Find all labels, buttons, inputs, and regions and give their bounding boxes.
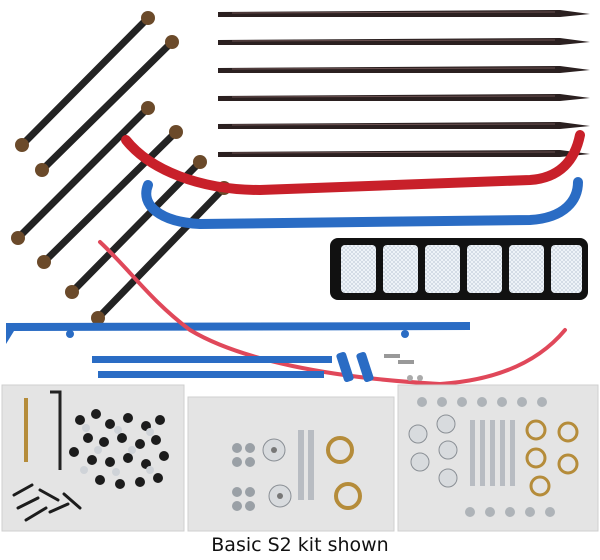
- tie-rod-group: [11, 11, 231, 325]
- blue-short-bar: [98, 371, 324, 378]
- tie-rod: [35, 35, 179, 177]
- red-thin-rod: [98, 240, 567, 387]
- tie-rod: [37, 125, 183, 269]
- blue-bumper-bar: [141, 177, 583, 230]
- blue-sleeve: [336, 351, 354, 383]
- runner: [218, 122, 590, 129]
- runner: [218, 10, 590, 17]
- caption: Basic S2 kit shown: [211, 534, 389, 556]
- hardware-panel-left: [1, 384, 185, 532]
- blue-flat-bar: [6, 322, 470, 344]
- bolt-set: [384, 354, 423, 381]
- tie-rod: [65, 155, 207, 299]
- blue-sleeve: [356, 351, 374, 383]
- hardware-panel-middle: [187, 396, 395, 532]
- tie-rod: [11, 101, 155, 245]
- blue-short-bar: [92, 356, 332, 363]
- red-bumper-bar: [121, 130, 585, 196]
- runner-group: [218, 10, 590, 157]
- runner: [218, 150, 590, 157]
- tie-rod: [15, 11, 155, 152]
- mesh-screen: [330, 238, 588, 300]
- runner: [218, 94, 590, 101]
- runner: [218, 66, 590, 73]
- runner: [218, 38, 590, 45]
- hardware-panel-right: [397, 384, 599, 532]
